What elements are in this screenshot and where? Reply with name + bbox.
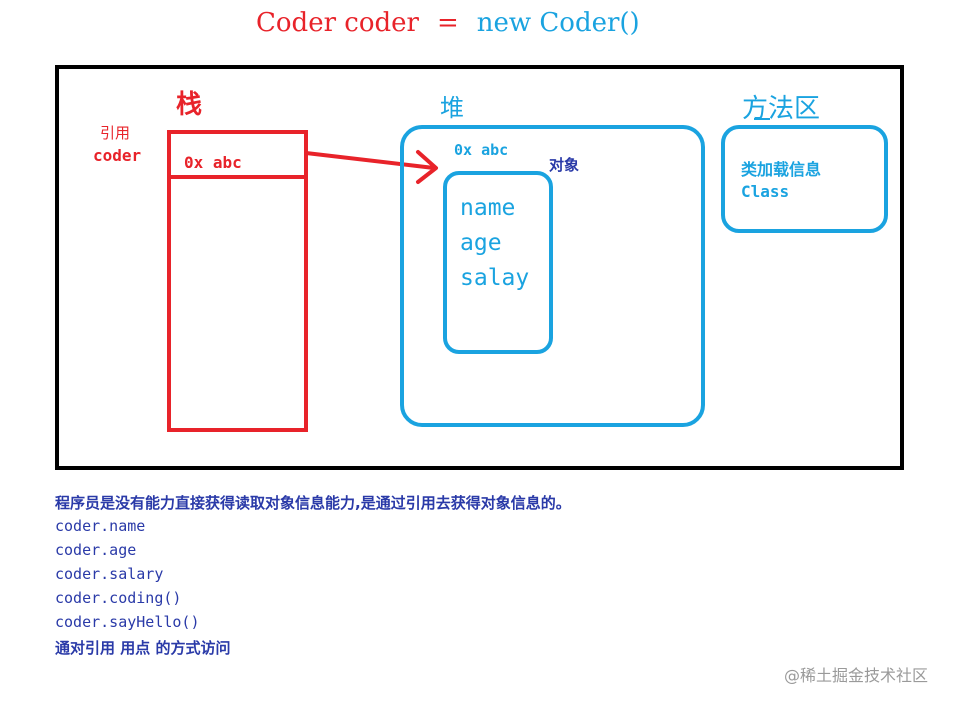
heading-instantiation: new Coder() [476, 8, 640, 38]
note-line: 程序员是没有能力直接获得读取对象信息能力,是通过引用去获得对象信息的。 [55, 494, 571, 512]
note-line: coder.age [55, 541, 137, 559]
code-heading: Coder coder = new Coder() [256, 8, 640, 38]
class-load-info: 类加载信息 [741, 160, 822, 179]
stack-box [167, 130, 308, 432]
method-area-box [721, 125, 888, 233]
heap-address: 0x abc [454, 141, 509, 159]
field-age: age [460, 230, 502, 256]
object-box [443, 171, 553, 354]
object-label: 对象 [549, 156, 580, 174]
field-name: name [460, 195, 516, 221]
method-area-underline [754, 118, 770, 120]
note-line: coder.sayHello() [55, 613, 200, 631]
heading-equals: = [436, 8, 459, 38]
stack-title: 栈 [176, 90, 203, 120]
stack-address: 0x abc [184, 153, 242, 172]
note-line: coder.name [55, 517, 146, 535]
heap-title: 堆 [440, 94, 464, 122]
reference-label: 引用 [100, 124, 131, 142]
field-salary: salay [460, 265, 530, 291]
note-line: coder.coding() [55, 589, 182, 607]
reference-variable: coder [93, 146, 142, 165]
note-line: 通对引用 用点 的方式访问 [55, 639, 231, 657]
stack-slot-divider [167, 175, 308, 179]
memory-frame [55, 65, 904, 470]
note-line: coder.salary [55, 565, 164, 583]
watermark: @稀土掘金技术社区 [784, 666, 929, 685]
method-area-title: 方法区 [742, 88, 820, 125]
class-name: Class [741, 182, 790, 201]
heap-box [400, 125, 705, 427]
heading-declaration: Coder coder [256, 8, 419, 38]
